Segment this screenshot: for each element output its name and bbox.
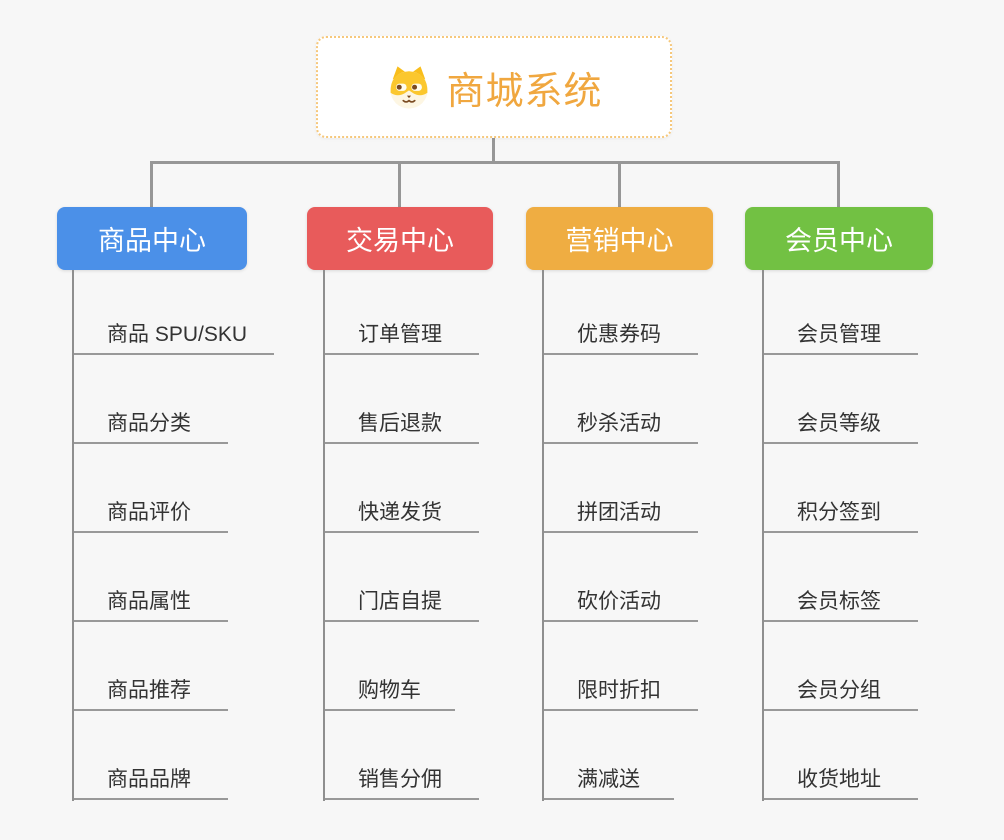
leaf-node[interactable]: 购物车 (325, 671, 455, 711)
dog-face-icon (390, 66, 429, 109)
leaf-node[interactable]: 快递发货 (325, 493, 479, 533)
branch-bus-line (150, 161, 840, 164)
leaf-node[interactable]: 会员标签 (764, 582, 918, 622)
leaf-node[interactable]: 满减送 (544, 760, 674, 800)
leaf-node[interactable]: 售后退款 (325, 404, 479, 444)
leaf-node[interactable]: 收货地址 (764, 760, 918, 800)
leaf-node[interactable]: 销售分佣 (325, 760, 479, 800)
root-title: 商城系统 (446, 70, 603, 113)
leaf-node[interactable]: 商品推荐 (74, 671, 228, 711)
branch-children-trade: 订单管理 售后退款 快递发货 门店自提 购物车 销售分佣 (323, 270, 565, 801)
leaf-node[interactable]: 砍价活动 (544, 582, 698, 622)
branch-node-member-center[interactable]: 会员中心 (745, 207, 933, 270)
leaf-node[interactable]: 限时折扣 (544, 671, 698, 711)
branch-children-product: 商品 SPU/SKU 商品分类 商品评价 商品属性 商品推荐 商品品牌 (72, 270, 314, 801)
leaf-node[interactable]: 门店自提 (325, 582, 479, 622)
drop-line-marketing (618, 161, 621, 208)
leaf-node[interactable]: 会员等级 (764, 404, 918, 444)
drop-line-product (150, 161, 153, 208)
root-node-mall-system[interactable]: 商城系统 (316, 36, 672, 138)
branch-label: 会员中心 (785, 226, 893, 256)
leaf-node[interactable]: 商品 SPU/SKU (74, 315, 274, 355)
leaf-node[interactable]: 会员分组 (764, 671, 918, 711)
leaf-node[interactable]: 秒杀活动 (544, 404, 698, 444)
branch-node-marketing-center[interactable]: 营销中心 (526, 207, 713, 270)
branch-label: 交易中心 (346, 226, 454, 256)
branch-node-product-center[interactable]: 商品中心 (57, 207, 247, 270)
root-connector-line (492, 138, 495, 163)
leaf-node[interactable]: 优惠券码 (544, 315, 698, 355)
leaf-node[interactable]: 会员管理 (764, 315, 918, 355)
leaf-node[interactable]: 拼团活动 (544, 493, 698, 533)
branch-node-trade-center[interactable]: 交易中心 (307, 207, 493, 270)
leaf-node[interactable]: 商品分类 (74, 404, 228, 444)
leaf-node[interactable]: 订单管理 (325, 315, 479, 355)
branch-label: 营销中心 (565, 226, 674, 256)
leaf-node[interactable]: 积分签到 (764, 493, 918, 533)
leaf-node[interactable]: 商品品牌 (74, 760, 228, 800)
leaf-node[interactable]: 商品属性 (74, 582, 228, 622)
drop-line-trade (398, 161, 401, 208)
drop-line-member (837, 161, 840, 208)
branch-children-marketing: 优惠券码 秒杀活动 拼团活动 砍价活动 限时折扣 满减送 (542, 270, 784, 801)
leaf-node[interactable]: 商品评价 (74, 493, 228, 533)
branch-children-member: 会员管理 会员等级 积分签到 会员标签 会员分组 收货地址 (762, 270, 1004, 801)
branch-label: 商品中心 (98, 226, 206, 256)
